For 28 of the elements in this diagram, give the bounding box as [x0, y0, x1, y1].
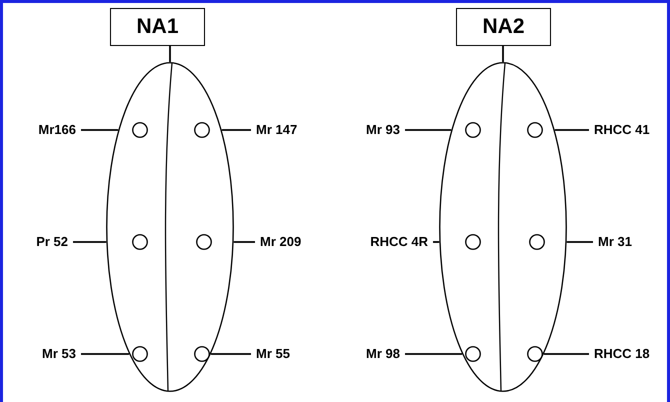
- connector-line: [73, 241, 106, 243]
- site-label: Mr 98: [330, 344, 400, 364]
- site-label: RHCC 18: [594, 344, 666, 364]
- site-label: Mr 93: [330, 120, 400, 140]
- connector-line: [81, 353, 130, 355]
- site-label: Mr 53: [10, 344, 76, 364]
- connector-line: [405, 129, 452, 131]
- connector-line: [405, 353, 462, 355]
- connector-line: [566, 241, 593, 243]
- site-label: RHCC 41: [594, 120, 666, 140]
- connector-line: [554, 129, 589, 131]
- connector-line: [169, 46, 171, 62]
- connector-line: [433, 241, 440, 243]
- name-box: NA2: [456, 8, 551, 46]
- site-label: Mr 55: [256, 344, 326, 364]
- site-label: Mr166: [10, 120, 76, 140]
- connector-line: [544, 353, 589, 355]
- site-label: Mr 147: [256, 120, 326, 140]
- site-label: Pr 52: [4, 232, 68, 252]
- site-label: Mr 209: [260, 232, 330, 252]
- connector-line: [210, 353, 251, 355]
- connector-line: [81, 129, 118, 131]
- site-label: RHCC 4R: [348, 232, 428, 252]
- site-label: Mr 31: [598, 232, 662, 252]
- connector-line: [234, 241, 255, 243]
- connector-line: [502, 46, 504, 62]
- connector-line: [222, 129, 251, 131]
- name-box: NA1: [110, 8, 205, 46]
